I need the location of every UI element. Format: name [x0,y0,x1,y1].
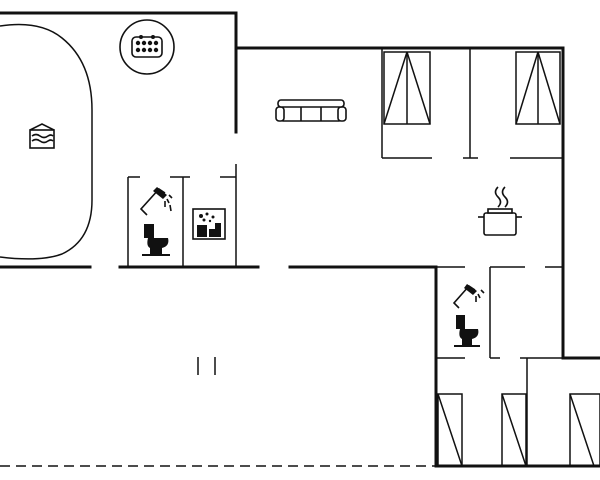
sofa-icon [275,99,347,122]
toilet-icon [142,224,170,256]
stove-icon [478,186,522,236]
bed-icon [383,51,431,125]
bed-icon [437,393,463,467]
outer-walls [0,11,600,468]
terrace-marker [197,357,216,375]
bed-icon [569,393,600,467]
pool-icon [29,123,55,149]
pool [0,23,93,260]
shower-icon [139,187,173,216]
interior-walls [0,46,600,468]
bed-icon [501,393,527,467]
bed-icon [515,51,561,125]
toilet-icon [454,315,480,347]
sauna-icon [192,208,226,240]
shower-icon [452,284,485,309]
jacuzzi-icon [119,19,175,75]
